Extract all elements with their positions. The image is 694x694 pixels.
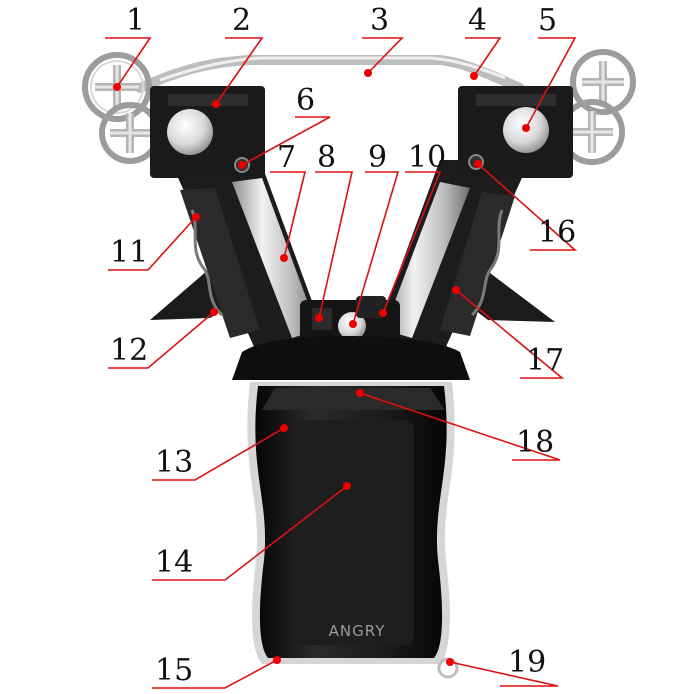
callout-label: 11 <box>110 235 148 270</box>
callout-label: 14 <box>155 545 193 580</box>
callout-label: 8 <box>317 140 336 175</box>
callouts: 1 2 3 4 5 6 7 8 9 10 11 12 13 <box>105 3 578 689</box>
handle-top-plate <box>262 388 445 410</box>
left-sight-wheels <box>82 52 161 164</box>
callout-label: 3 <box>370 3 389 38</box>
left-arm <box>150 86 330 360</box>
callout-label: 5 <box>538 3 557 38</box>
callout-label: 7 <box>277 140 296 175</box>
callout-label: 19 <box>508 645 546 680</box>
brand-label: ANGRY <box>329 622 386 640</box>
handle: ANGRY <box>247 382 459 679</box>
left-knob <box>167 109 213 155</box>
handle-front-plate <box>292 420 414 645</box>
callout-label: 18 <box>516 425 554 460</box>
callout-label: 2 <box>232 3 251 38</box>
elastic-band-highlight <box>159 56 506 82</box>
callout-label: 1 <box>126 3 145 38</box>
callout-label: 10 <box>408 140 446 175</box>
left-engraved-panel <box>180 188 260 338</box>
callout-label: 15 <box>155 653 193 688</box>
callout-label: 4 <box>468 3 487 38</box>
callout-label: 9 <box>368 140 387 175</box>
right-metal-tube <box>384 182 470 338</box>
right-sight-wheels <box>559 49 636 165</box>
callout-label: 17 <box>526 343 564 378</box>
handle-collar <box>232 336 470 380</box>
right-engraved-panel <box>440 192 515 336</box>
callout-label: 12 <box>110 333 148 368</box>
left-metal-tube <box>232 178 318 338</box>
callout-label: 6 <box>296 83 315 118</box>
callout-label: 16 <box>538 215 576 250</box>
callout-label: 13 <box>155 445 193 480</box>
